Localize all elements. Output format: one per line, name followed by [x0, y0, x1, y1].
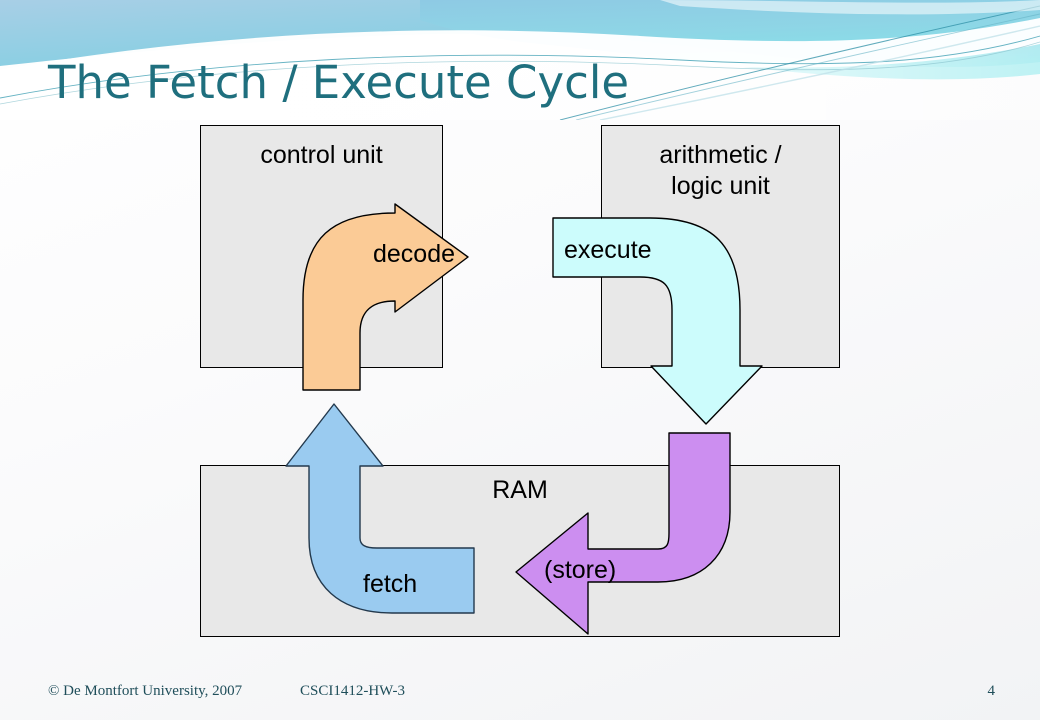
footer-course-code: CSCI1412-HW-3 [300, 683, 405, 699]
slide-footer: © De Montfort University, 2007 CSCI1412-… [0, 674, 1040, 720]
execute-arrow-label: execute [564, 236, 652, 264]
header-decoration [0, 0, 1040, 120]
ram-label: RAM [492, 476, 548, 504]
header-accent-line-2 [0, 41, 1040, 105]
store-arrow-label: (store) [544, 556, 617, 584]
alu-label-line-2: logic unit [671, 171, 770, 200]
footer-page-number: 4 [987, 683, 996, 699]
alu-label-line-1: arithmetic / [659, 141, 782, 169]
header-accent-line-4 [575, 13, 1040, 120]
header-accent-line-3 [559, 5, 1040, 120]
fetch-arrow-label: fetch [363, 570, 418, 598]
control-unit-label: control unit [260, 141, 383, 169]
header-accent-line-5 [599, 25, 1040, 120]
header-white-swoosh-upper [0, 18, 1040, 96]
ram-box: RAM [200, 465, 840, 637]
header-white-swoosh-lower [0, 40, 1040, 120]
page-title: The Fetch / Execute Cycle [48, 56, 630, 109]
arithmetic-logic-unit-label: arithmetic / logic unit [602, 140, 839, 201]
footer-copyright: © De Montfort University, 2007 [48, 683, 243, 699]
header-wave-graphic [0, 0, 1040, 120]
header-accent-line-1 [0, 35, 1040, 99]
header-ribbon-top-right [660, 0, 1040, 15]
decode-arrow-label: decode [373, 240, 456, 268]
